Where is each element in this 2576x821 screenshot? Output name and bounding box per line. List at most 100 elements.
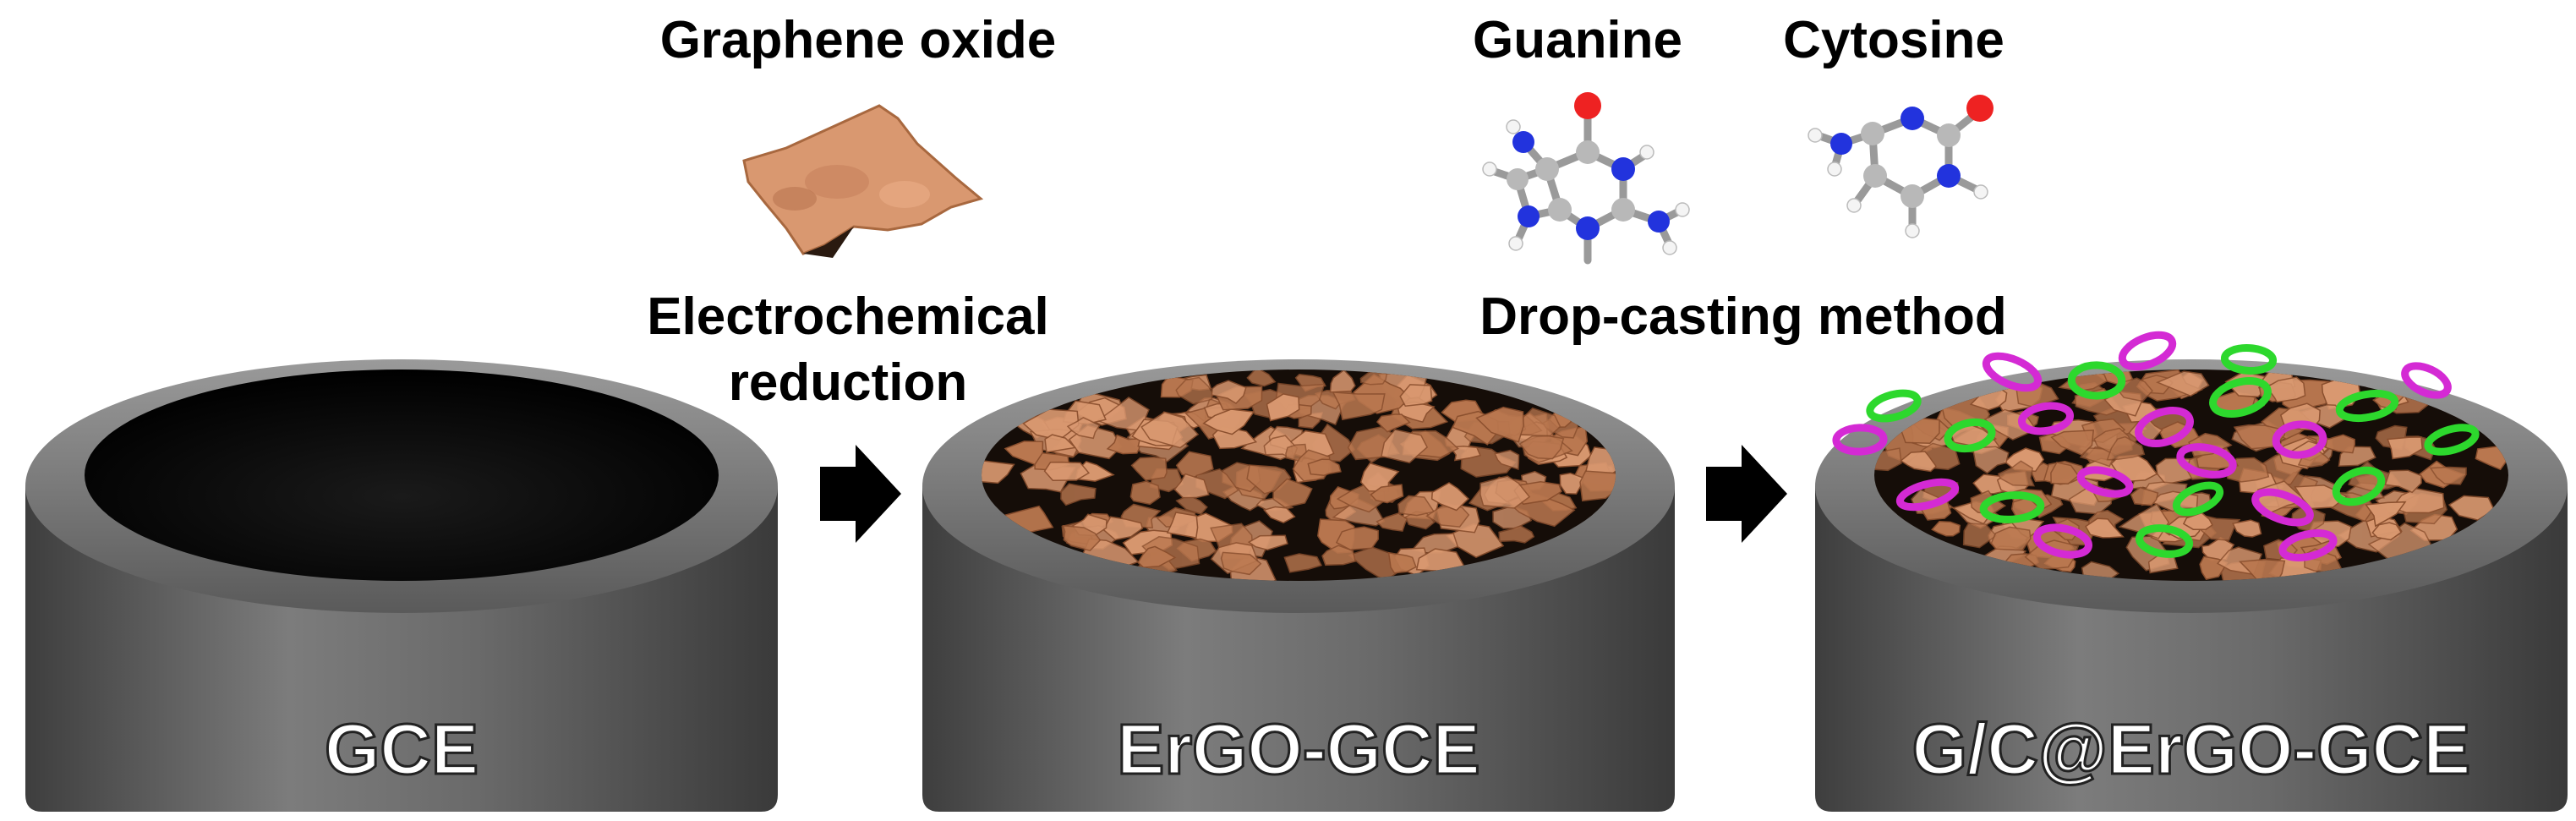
graphene-flake [1900, 451, 1938, 473]
graphene-flake [1387, 551, 1417, 574]
graphene-flake [1498, 524, 1535, 544]
graphene-flake [1266, 393, 1300, 422]
graphene-flake [2182, 512, 2213, 530]
cytosine-ring [2033, 523, 2092, 559]
graphene-flake [2233, 424, 2286, 450]
graphene-flake [1062, 524, 1102, 552]
guanine-ring [2209, 377, 2272, 418]
graphene-flake [2324, 434, 2356, 454]
graphene-flake [2050, 430, 2095, 456]
cytosine-ring [2272, 420, 2327, 459]
cytosine-label: Cytosine [1783, 11, 2004, 69]
electrode-gce: GCE [25, 359, 778, 812]
graphene-flake [2429, 466, 2467, 485]
graphene-flake [1931, 521, 1961, 537]
graphene-flake [1329, 369, 1356, 393]
guanine-ring [2424, 424, 2480, 456]
graphene-flake [2085, 517, 2125, 539]
graphene-flake [1247, 534, 1288, 551]
graphene-flake [1141, 536, 1200, 571]
electrode-label-ergo-gce: ErGO-GCE [1117, 709, 1479, 789]
graphene-flake [1202, 408, 1255, 435]
cytosine-ring [1832, 424, 1888, 456]
graphene-flake [1990, 526, 2032, 551]
guanine-ring [2135, 524, 2194, 558]
electrode-ergo-gce: ErGO-GCE [922, 359, 1675, 812]
graphene-oxide-sheet-icon [742, 104, 984, 258]
graphene-flake [2384, 469, 2422, 494]
graphene-flake [982, 459, 1015, 484]
graphene-flake [1396, 401, 1436, 423]
graphene-flake [1004, 441, 1044, 466]
graphene-flake [1175, 494, 1208, 515]
graphene-flake [1518, 435, 1565, 460]
cytosine-ring [1982, 352, 2043, 392]
guanine-ring [2335, 389, 2399, 423]
cytosine-molecule-icon [1808, 95, 1994, 238]
graphene-flake [1397, 495, 1436, 517]
graphene-flake [2365, 501, 2407, 528]
cytosine-ring [2135, 407, 2194, 447]
graphene-flake [1173, 473, 1210, 499]
graphene-flake [2130, 486, 2159, 506]
graphene-flake [2106, 435, 2146, 461]
cytosine-ring [2076, 466, 2134, 498]
graphene-flake [1220, 551, 1262, 576]
arrow-icon [1706, 445, 1787, 543]
graphene-flake [2238, 558, 2286, 581]
graphene-flake [1130, 456, 1168, 481]
graphene-flake-layer [982, 369, 1616, 581]
graphene-flake [1175, 376, 1214, 405]
cytosine-ring [2278, 529, 2338, 561]
guanine-ring [1866, 389, 1922, 423]
graphene-flake [1370, 484, 1404, 504]
guanine-ring [1944, 418, 1996, 453]
guanine-molecule-icon [1482, 92, 1690, 265]
graphene-flake [1137, 545, 1177, 568]
graphene-flake [1140, 411, 1200, 449]
graphene-flake [2155, 370, 2210, 397]
guanine-ring [1979, 491, 2045, 523]
guanine-ring [2220, 344, 2278, 375]
graphene-flake [1307, 458, 1342, 476]
graphene-oxide-label: Graphene oxide [660, 11, 1057, 69]
electrode-gc-ergo-gce: G/C@ErGO-GCE [1815, 331, 2568, 812]
step-electrochemical-line1: Electrochemical [647, 287, 1049, 346]
step-drop-casting: Drop-casting method [1479, 287, 2006, 346]
guanine-label: Guanine [1473, 11, 1682, 69]
graphene-flake [1066, 417, 1101, 440]
graphene-flake [1479, 475, 1531, 509]
cytosine-ring [2251, 488, 2314, 527]
graphene-flake [1972, 446, 2010, 474]
graphene-flake [1475, 406, 1524, 443]
graphene-flake [1430, 482, 1469, 512]
graphene-flake [1494, 449, 1520, 471]
graphene-flake [2232, 519, 2262, 538]
graphene-flake [1166, 512, 1199, 539]
graphene-flake [1376, 413, 1411, 433]
graphene-flake [1335, 526, 1379, 551]
guanine-ring [2067, 361, 2126, 400]
graphene-flake [1211, 380, 1247, 404]
guanine-ring [2332, 466, 2386, 506]
cytosine-ring [2401, 362, 2452, 399]
graphene-flake [1399, 384, 1433, 407]
graphene-flake [1060, 483, 1097, 506]
graphene-flake [2371, 522, 2403, 541]
graphene-flake [1246, 369, 1277, 387]
graphene-flake [1381, 429, 1429, 464]
graphene-flake [2050, 462, 2080, 484]
graphene-flake [2447, 495, 2495, 521]
graphene-flake [1332, 391, 1386, 421]
graphene-flake [1272, 478, 1313, 508]
arrow-icon [820, 445, 901, 543]
graphene-flake [2387, 436, 2424, 460]
graphene-flake [1043, 461, 1091, 481]
cytosine-ring [1895, 478, 1960, 512]
cytosine-ring [2176, 443, 2237, 479]
cytosine-ring [2118, 331, 2177, 371]
graphene-flake [1044, 434, 1077, 453]
graphene-flake [1129, 480, 1161, 506]
graphene-flake [1962, 523, 1998, 549]
